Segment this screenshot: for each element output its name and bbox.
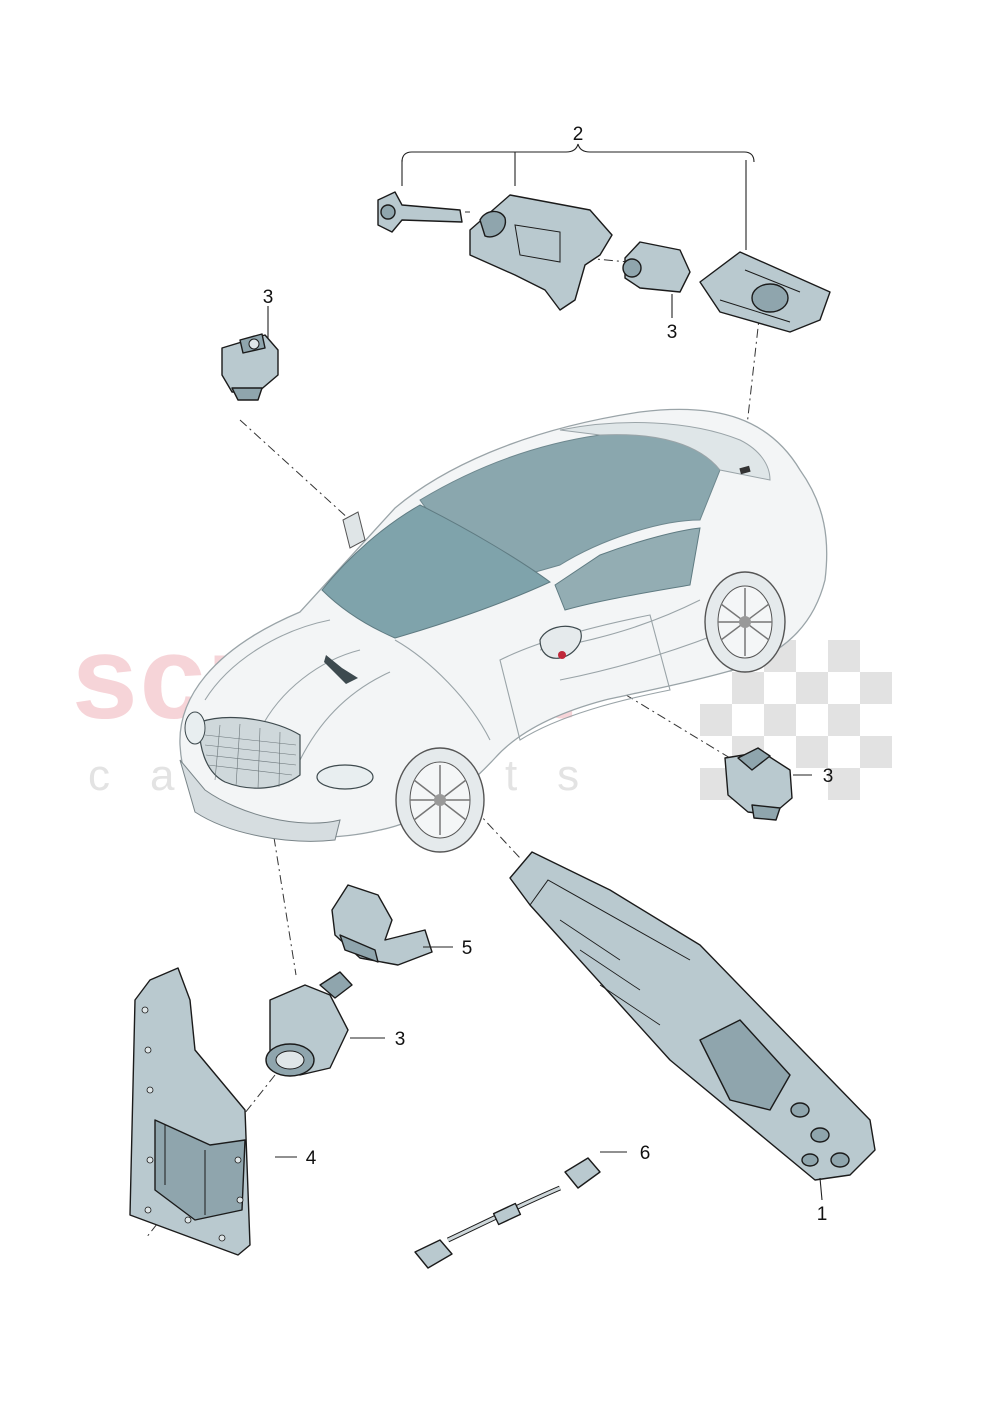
watermark-checker-flag [700, 640, 892, 800]
callout-1: 1 [817, 1204, 828, 1225]
bracket-part-5 [331, 884, 433, 966]
windscreen [321, 504, 551, 639]
car-illustration [179, 408, 828, 853]
callout-3-top: 3 [667, 322, 678, 343]
callout-3-right: 3 [823, 766, 834, 787]
rear-wheel [704, 571, 786, 673]
callout-6: 6 [640, 1143, 651, 1164]
camera-assembly-2 [377, 191, 831, 333]
mounting-plate-4 [129, 967, 251, 1256]
front-grille [199, 717, 301, 789]
callout-3-top-left: 3 [263, 287, 274, 308]
camera-module-top-left [221, 333, 279, 401]
leader-lines [267, 294, 823, 1201]
bracket-2 [401, 143, 755, 250]
callout-5: 5 [462, 938, 473, 959]
callout-2: 2 [573, 124, 584, 145]
camera-module-lower [265, 971, 353, 1077]
front-wheel [395, 747, 485, 853]
camera-module-right [724, 747, 793, 821]
callout-3-lower: 3 [395, 1029, 406, 1050]
callout-4: 4 [306, 1148, 317, 1169]
control-unit-1 [509, 851, 876, 1181]
side-mirror [539, 625, 582, 659]
cable-6 [414, 1157, 601, 1269]
